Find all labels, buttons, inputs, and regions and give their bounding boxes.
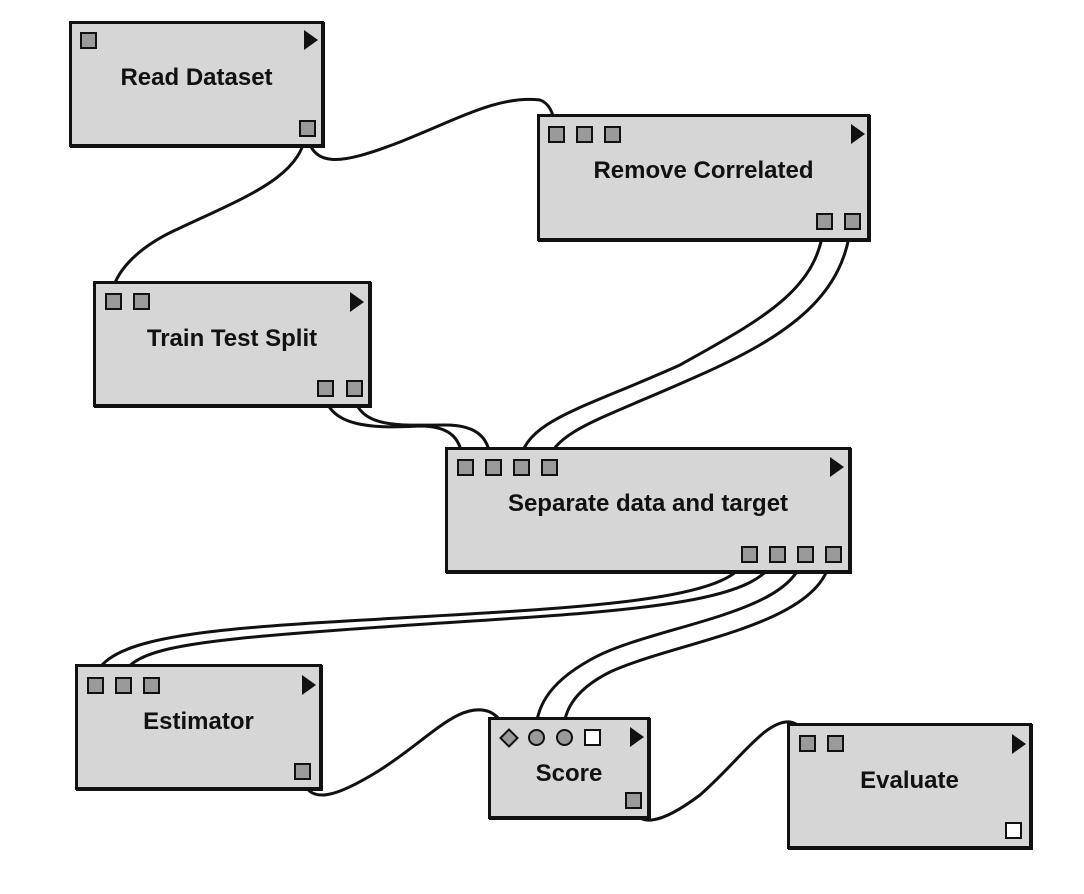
node-title: Evaluate [860, 767, 959, 794]
wire-separate-to-score-1[interactable] [533, 551, 805, 738]
wire-separate-to-estimator-2[interactable] [119, 551, 777, 685]
node-read-dataset[interactable]: Read Dataset [69, 21, 324, 147]
square-port-icon[interactable] [299, 120, 316, 137]
play-triangle-icon[interactable] [304, 30, 318, 50]
wire-separate-to-estimator-1[interactable] [91, 551, 749, 685]
play-triangle-icon[interactable] [1012, 734, 1026, 754]
circle-port-icon[interactable] [528, 729, 545, 746]
square-port-icon[interactable] [604, 126, 621, 143]
circle-port-icon[interactable] [556, 729, 573, 746]
wire-estimator-to-score[interactable] [300, 708, 508, 797]
wire-remove-to-separate-2[interactable] [545, 220, 853, 466]
square-port-icon[interactable] [844, 213, 861, 230]
square-port-icon[interactable] [1005, 822, 1022, 839]
play-triangle-icon[interactable] [851, 124, 865, 144]
node-estimator[interactable]: Estimator [75, 664, 322, 790]
square-port-icon[interactable] [346, 380, 363, 397]
node-title: Score [535, 760, 603, 787]
node-score[interactable]: Score [488, 717, 650, 819]
square-port-icon[interactable] [87, 677, 104, 694]
square-port-icon[interactable] [584, 729, 601, 746]
node-title: Remove Correlated [593, 157, 814, 184]
wire-read-to-split[interactable] [110, 126, 308, 302]
wire-separate-to-score-2[interactable] [561, 551, 833, 738]
node-title: Separate data and target [507, 490, 789, 517]
wire-read-to-remove[interactable] [304, 97, 558, 161]
node-title: Read Dataset [120, 64, 273, 91]
square-port-icon[interactable] [294, 763, 311, 780]
node-remove-correlated[interactable]: Remove Correlated [537, 114, 870, 241]
square-port-icon[interactable] [457, 459, 474, 476]
square-port-icon[interactable] [799, 735, 816, 752]
wire-remove-to-separate-1[interactable] [517, 220, 826, 466]
node-train-test-split[interactable]: Train Test Split [93, 281, 371, 407]
square-port-icon[interactable] [541, 459, 558, 476]
square-port-icon[interactable] [769, 546, 786, 563]
square-port-icon[interactable] [797, 546, 814, 563]
square-port-icon[interactable] [513, 459, 530, 476]
square-port-icon[interactable] [115, 677, 132, 694]
square-port-icon[interactable] [741, 546, 758, 563]
wire-score-to-evaluate[interactable] [630, 720, 806, 822]
square-port-icon[interactable] [485, 459, 502, 476]
square-port-icon[interactable] [143, 677, 160, 694]
play-triangle-icon[interactable] [630, 727, 644, 747]
node-title: Estimator [143, 708, 254, 735]
node-evaluate[interactable]: Evaluate [787, 723, 1032, 849]
square-port-icon[interactable] [625, 792, 642, 809]
square-port-icon[interactable] [548, 126, 565, 143]
wire-split-to-separate-2[interactable] [351, 387, 493, 466]
square-port-icon[interactable] [827, 735, 844, 752]
square-port-icon[interactable] [576, 126, 593, 143]
square-port-icon[interactable] [80, 32, 97, 49]
node-separate-data-target[interactable]: Separate data and target [445, 447, 851, 573]
play-triangle-icon[interactable] [350, 292, 364, 312]
play-triangle-icon[interactable] [302, 675, 316, 695]
square-port-icon[interactable] [133, 293, 150, 310]
diamond-port-icon[interactable] [500, 729, 517, 746]
play-triangle-icon[interactable] [830, 457, 844, 477]
square-port-icon[interactable] [105, 293, 122, 310]
node-title: Train Test Split [146, 325, 318, 352]
square-port-icon[interactable] [317, 380, 334, 397]
square-port-icon[interactable] [816, 213, 833, 230]
square-port-icon[interactable] [825, 546, 842, 563]
